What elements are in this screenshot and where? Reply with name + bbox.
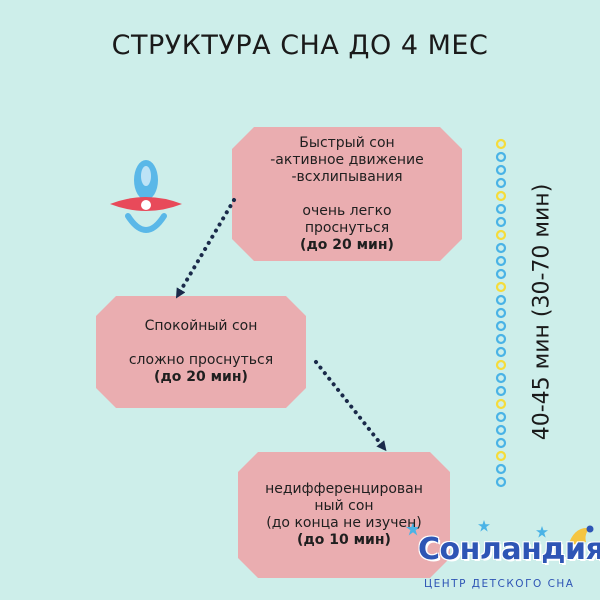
bead-yellow [495, 229, 507, 241]
calm-sleep-duration: (до 20 мин) [154, 369, 248, 385]
bead-blue [495, 372, 507, 384]
bead-blue [495, 385, 507, 397]
bead-blue [495, 437, 507, 449]
calm-sleep-label: Спокойный сон [144, 318, 258, 334]
bead-blue [495, 294, 507, 306]
pacifier-icon [110, 160, 182, 233]
bead-blue [495, 463, 507, 475]
bead-blue [495, 255, 507, 267]
bead-chain [495, 138, 507, 488]
undifferentiated-sleep-duration: (до 10 мин) [297, 532, 391, 548]
bead-yellow [495, 138, 507, 150]
arrow-rem-to-calm [175, 198, 236, 299]
star-icon [478, 520, 490, 532]
rem-sleep-detail-sobbing: -всхлипывания [291, 168, 403, 185]
bead-blue [495, 424, 507, 436]
rem-sleep-wake-text: очень легко [302, 202, 392, 219]
bead-blue [495, 164, 507, 176]
bead-blue [495, 476, 507, 488]
bead-blue [495, 307, 507, 319]
logo: Сонландия ЦЕНТР ДЕТСКОГО СНА [406, 520, 600, 600]
bead-blue [495, 320, 507, 332]
calm-sleep-wake-text: сложно проснуться [128, 352, 274, 368]
logo-subtitle: ЦЕНТР ДЕТСКОГО СНА [424, 578, 575, 590]
bead-yellow [495, 281, 507, 293]
bead-blue [495, 203, 507, 215]
cycle-duration-label: 40-45 мин (30-70 мин) [529, 183, 555, 441]
rem-sleep-wake-text-2: проснуться [304, 219, 390, 236]
arrow-calm-to-undifferentiated [314, 360, 387, 452]
logo-name: Сонландия [418, 532, 600, 567]
undifferentiated-sleep-note: (до конца не изучен) [266, 515, 422, 531]
bead-blue [495, 216, 507, 228]
undifferentiated-sleep-label-1: недифференцирован [265, 481, 423, 497]
bead-blue [495, 346, 507, 358]
bead-blue [495, 333, 507, 345]
bead-blue [495, 177, 507, 189]
rem-sleep-duration: (до 20 мин) [300, 236, 394, 253]
bead-blue [495, 151, 507, 163]
rem-sleep-label: Быстрый сон [299, 134, 395, 151]
bead-blue [495, 268, 507, 280]
rem-sleep-detail-movement: -активное движение [270, 151, 424, 168]
bead-yellow [495, 359, 507, 371]
bead-yellow [495, 398, 507, 410]
star-icon [536, 526, 548, 538]
undifferentiated-sleep-node: недифференцирован ный сон (до конца не и… [238, 452, 450, 578]
bead-blue [495, 411, 507, 423]
bead-yellow [495, 450, 507, 462]
sleep-cap-icon [568, 525, 594, 546]
diagram-title: СТРУКТУРА СНА ДО 4 МЕС [111, 30, 489, 61]
rem-sleep-node: Быстрый сон -активное движение -всхлипыв… [232, 127, 462, 261]
bead-blue [495, 242, 507, 254]
star-icon [406, 522, 420, 536]
calm-sleep-node: Спокойный сон сложно проснуться (до 20 м… [96, 296, 306, 408]
undifferentiated-sleep-label-2: ный сон [314, 498, 374, 514]
bead-yellow [495, 190, 507, 202]
